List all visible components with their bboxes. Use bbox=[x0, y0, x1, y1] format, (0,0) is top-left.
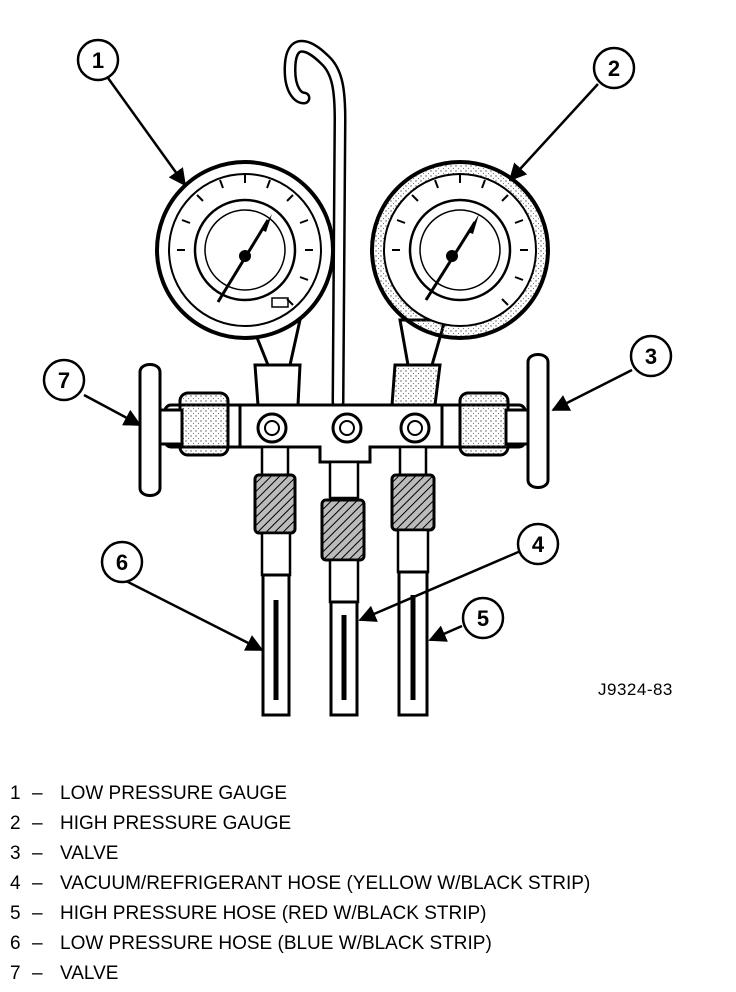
legend-text: HIGH PRESSURE HOSE (RED W/BLACK STRIP) bbox=[60, 903, 487, 924]
callout-4: 4 bbox=[516, 522, 560, 566]
legend-item: 2–HIGH PRESSURE GAUGE bbox=[10, 809, 590, 839]
legend-text: VACUUM/REFRIGERANT HOSE (YELLOW W/BLACK … bbox=[60, 873, 591, 894]
callout-6-leader bbox=[123, 578, 264, 652]
legend-separator: – bbox=[32, 813, 43, 834]
legend-separator: – bbox=[32, 903, 43, 924]
legend-item: 5–HIGH PRESSURE HOSE (RED W/BLACK STRIP) bbox=[10, 899, 590, 929]
legend-number: 2 bbox=[10, 813, 21, 834]
svg-text:5: 5 bbox=[477, 606, 489, 631]
right-valve-handle bbox=[504, 353, 550, 489]
callout-2: 2 bbox=[592, 46, 636, 90]
legend-number: 5 bbox=[10, 903, 21, 924]
callout-6: 6 bbox=[100, 540, 144, 584]
legend-text: VALVE bbox=[60, 963, 119, 984]
callout-7: 7 bbox=[42, 358, 86, 402]
vacuum-refrigerant-hose bbox=[329, 600, 359, 717]
legend-number: 1 bbox=[10, 783, 21, 804]
callout-3-leader bbox=[551, 368, 633, 412]
legend-item: 3–VALVE bbox=[10, 839, 590, 869]
legend-text: VALVE bbox=[60, 843, 119, 864]
legend-item: 6–LOW PRESSURE HOSE (BLUE W/BLACK STRIP) bbox=[10, 929, 590, 959]
right-hose-fitting bbox=[390, 445, 436, 574]
legend-separator: – bbox=[32, 873, 43, 894]
callout-1-leader bbox=[106, 77, 187, 187]
manifold-body bbox=[163, 391, 527, 464]
callout-3: 3 bbox=[629, 334, 673, 378]
callout-7-leader bbox=[83, 393, 142, 427]
low-pressure-gauge bbox=[155, 160, 335, 367]
svg-text:2: 2 bbox=[608, 56, 620, 81]
legend-text: LOW PRESSURE HOSE (BLUE W/BLACK STRIP) bbox=[60, 933, 492, 954]
callout-1: 1 bbox=[76, 38, 120, 82]
legend-item: 1–LOW PRESSURE GAUGE bbox=[10, 779, 590, 809]
svg-text:7: 7 bbox=[58, 368, 70, 393]
callout-5-leader bbox=[428, 624, 463, 642]
legend-separator: – bbox=[32, 843, 43, 864]
svg-text:4: 4 bbox=[532, 532, 545, 557]
svg-text:1: 1 bbox=[92, 48, 104, 73]
manifold-gauge-set-diagram: 1 2 3 4 5 6 7 bbox=[42, 38, 673, 717]
legend-separator: – bbox=[32, 933, 43, 954]
callout-5: 5 bbox=[461, 596, 505, 640]
left-hose-fitting bbox=[253, 445, 297, 577]
legend-list: 1–LOW PRESSURE GAUGE 2–HIGH PRESSURE GAU… bbox=[10, 779, 590, 989]
legend-item: 7–VALVE bbox=[10, 959, 590, 989]
callout-4-leader bbox=[358, 548, 524, 622]
figure-id: J9324-83 bbox=[598, 680, 673, 699]
center-hose-fitting bbox=[320, 460, 366, 604]
callout-2-leader bbox=[508, 83, 599, 182]
svg-text:6: 6 bbox=[116, 550, 128, 575]
high-pressure-gauge bbox=[370, 160, 550, 367]
high-pressure-hose bbox=[397, 570, 429, 717]
legend-number: 6 bbox=[10, 933, 21, 954]
legend-separator: – bbox=[32, 783, 43, 804]
legend-number: 4 bbox=[10, 873, 21, 894]
low-pressure-hose bbox=[261, 573, 291, 717]
legend-number: 7 bbox=[10, 963, 21, 984]
legend-number: 3 bbox=[10, 843, 21, 864]
left-valve-handle bbox=[138, 363, 184, 497]
legend-text: LOW PRESSURE GAUGE bbox=[60, 783, 287, 804]
svg-text:3: 3 bbox=[645, 344, 657, 369]
legend-item: 4–VACUUM/REFRIGERANT HOSE (YELLOW W/BLAC… bbox=[10, 869, 590, 899]
legend-text: HIGH PRESSURE GAUGE bbox=[60, 813, 292, 834]
legend-separator: – bbox=[32, 963, 43, 984]
